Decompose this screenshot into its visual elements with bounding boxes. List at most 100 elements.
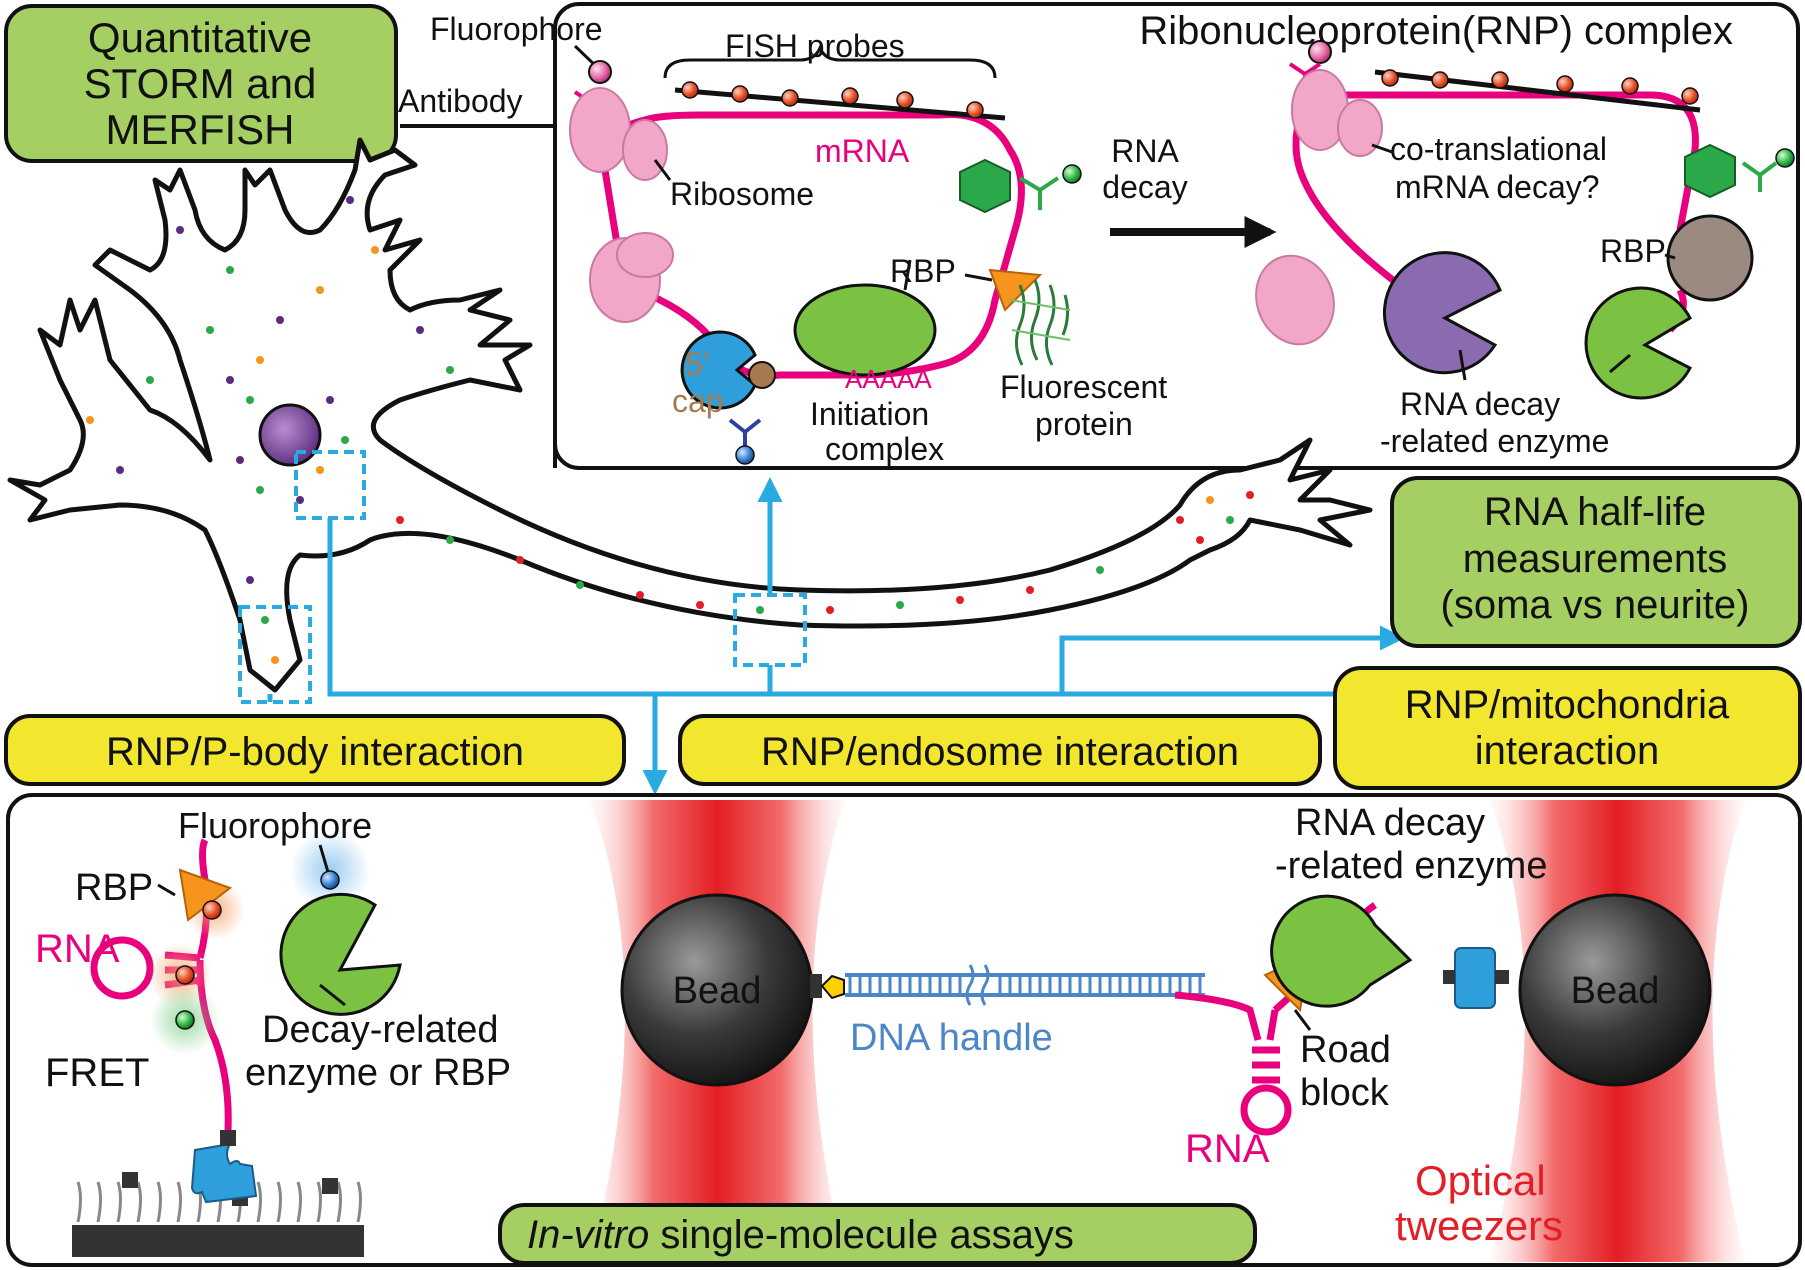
ribosome-detached — [1255, 254, 1335, 346]
initiation-complex-icon — [680, 330, 757, 410]
ribosome-pointer — [653, 159, 672, 181]
rbp-ellipse-pointer — [903, 259, 912, 291]
road-block-label-1: Road — [1300, 1029, 1391, 1071]
fluorophore-green-dot — [1062, 164, 1082, 184]
pbody-interaction-box — [4, 714, 626, 786]
fish-probe-backbone-right — [1374, 69, 1701, 113]
road-block-label-2: block — [1300, 1072, 1390, 1114]
fluorophore-green-right — [1775, 148, 1795, 168]
rna-bottom-label: RNA — [1185, 1127, 1270, 1171]
left-rnp-schematic: FISH probes Fluorophore Antibody Ribosom… — [398, 11, 1167, 467]
in-vitro-label: In-vitro single-molecule assays — [527, 1213, 1074, 1257]
initiation-label-2: complex — [825, 431, 944, 467]
decay-enzyme-label-bottom-2: -related enzyme — [1275, 845, 1547, 887]
fluorescent-protein-label-2: protein — [1035, 406, 1133, 442]
optical-label-2: tweezers — [1395, 1202, 1563, 1249]
five-prime-label: 5’ — [685, 346, 710, 382]
initiation-label-1: Initiation — [810, 396, 929, 432]
ribosome-small-top — [622, 119, 668, 181]
decay-enzyme-green-icon-bottom-right — [1270, 894, 1413, 1008]
mrna-label: mRNA — [815, 133, 910, 169]
fish-probes-label: FISH probes — [725, 28, 905, 64]
half-life-label-3: (soma vs neurite) — [1441, 583, 1750, 627]
dna-handle-label: DNA handle — [850, 1017, 1053, 1059]
dna-handle-icon — [845, 964, 1205, 1006]
fret-label: FRET — [45, 1051, 149, 1095]
surface-slab — [72, 1225, 364, 1257]
mito-label-2: interaction — [1475, 729, 1660, 773]
fluorophore-dot-top — [588, 60, 612, 84]
fluorophore-label-top: Fluorophore — [430, 11, 603, 47]
rbp-hexagon-top — [959, 158, 1011, 214]
optical-tweezers-schematic: Bead Bead DNA handle RNA Road block RNA … — [590, 800, 1745, 1262]
polya-tail-label: AAAAA — [845, 364, 932, 394]
blue-connector-lines — [267, 477, 1405, 795]
endosome-interaction-label: RNP/endosome interaction — [761, 730, 1239, 774]
ribosome-small-right — [1337, 99, 1383, 157]
in-vitro-italic: In-vitro — [527, 1213, 649, 1257]
decay-or-rbp-label-2: enzyme or RBP — [245, 1052, 511, 1094]
zoom-box-dendrite — [238, 605, 312, 704]
antibody-green-right — [1741, 161, 1778, 192]
optical-label-1: Optical — [1415, 1157, 1546, 1204]
bottom-rna-label: RNA — [35, 927, 120, 971]
ribosome-label: Ribosome — [670, 176, 814, 212]
neuron-rnp-dots — [86, 196, 1254, 664]
bottom-fluorophore-label: Fluorophore — [178, 805, 372, 846]
attachment-linker-icon — [1454, 947, 1496, 1009]
fluorophore-dot-right — [1308, 40, 1332, 64]
dig-linker-icon — [820, 974, 845, 1000]
mito-label-1: RNP/mitochondria — [1405, 683, 1730, 727]
fluorophore-blue-dot — [735, 445, 755, 465]
fluorescent-protein-label-1: Fluorescent — [1000, 369, 1167, 405]
fret-assay-schematic: RBP RNA FRET Fluorophore Decay-related e… — [35, 805, 511, 1257]
cap-label: cap — [672, 383, 724, 419]
quant-title-line3: MERFISH — [106, 106, 295, 153]
pbody-interaction-label: RNP/P-body interaction — [106, 730, 524, 774]
decay-enzyme-label-top-2: -related enzyme — [1380, 423, 1609, 459]
antibody-label: Antibody — [398, 83, 523, 119]
neuron-cell-icon — [7, 137, 1373, 704]
bead-left-label: Bead — [673, 970, 762, 1012]
decay-enzyme-green-icon-bottom-left — [279, 892, 402, 1016]
in-vitro-rest: single-molecule assays — [649, 1213, 1074, 1257]
rna-half-life-box — [1390, 476, 1802, 648]
rbp-pointer-top — [964, 273, 993, 282]
rbp-label-right: RBP — [1600, 233, 1666, 269]
decay-or-rbp-label-1: Decay-related — [262, 1009, 499, 1051]
cotranslational-label-2: mRNA decay? — [1395, 169, 1600, 205]
rnp-complex-title: Ribonucleoprotein(RNP) complex — [1139, 9, 1733, 53]
antibody-green-icon — [1018, 176, 1060, 210]
half-life-label-1: RNA half-life — [1484, 490, 1706, 534]
cotranslational-label-1: co-translational — [1390, 131, 1607, 167]
rna-decay-arrow-label-2: decay — [1102, 169, 1187, 205]
rbp-label-top: RBP — [890, 253, 956, 289]
rbp-circle-gray — [1666, 214, 1754, 302]
fish-probe-backbone — [674, 87, 1006, 121]
rbp-hexagon-right — [1684, 143, 1736, 199]
ribosome-small-bottom — [616, 232, 674, 278]
quantitative-storm-merfish-box — [4, 4, 398, 163]
five-prime-cap-dot — [748, 361, 776, 389]
half-life-label-2: measurements — [1463, 537, 1728, 581]
neuron-nucleus — [258, 403, 322, 467]
quant-title-line1: Quantitative — [88, 14, 312, 61]
bead-right — [1518, 893, 1712, 1087]
fluorescent-protein-icon — [1009, 279, 1071, 366]
decay-enzyme-label-bottom-1: RNA decay — [1295, 802, 1485, 844]
right-rnp-schematic: co-translational mRNA decay? RBP RNA dec… — [1255, 40, 1795, 459]
quant-title-line2: STORM and — [84, 60, 317, 107]
mitochondria-interaction-box — [1333, 666, 1802, 790]
panel-connector-line — [400, 124, 557, 468]
decay-enzyme-label-top-1: RNA decay — [1400, 386, 1560, 422]
in-vitro-label-box — [498, 1203, 1257, 1265]
rbp-ellipse — [793, 283, 937, 377]
rna-decay-arrow-label-1: RNA — [1111, 133, 1179, 169]
bottom-rbp-label: RBP — [75, 867, 153, 909]
biotin-streptavidin-icon — [190, 1142, 258, 1204]
endosome-interaction-box — [678, 714, 1322, 786]
fish-probes-brace — [663, 44, 997, 79]
bead-right-label: Bead — [1571, 970, 1660, 1012]
ribosome-large-top — [569, 87, 631, 173]
